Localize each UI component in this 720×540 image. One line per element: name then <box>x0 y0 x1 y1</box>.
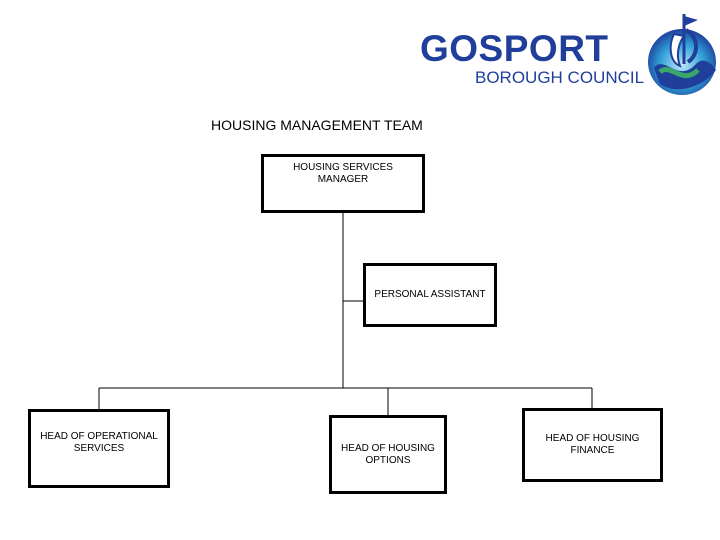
node-label: HEAD OF HOUSING OPTIONS <box>341 442 435 466</box>
node-label: HOUSING SERVICES MANAGER <box>293 162 393 185</box>
logo-wordmark: GOSPORT <box>420 28 609 69</box>
gosport-logo: GOSPORT BOROUGH COUNCIL <box>418 6 718 98</box>
node-label: HEAD OF OPERATIONAL SERVICES <box>40 431 158 454</box>
node-label: HEAD OF HOUSING FINANCE <box>545 433 640 456</box>
node-housing-services-manager: HOUSING SERVICES MANAGER <box>261 154 425 213</box>
logo-subtitle: BOROUGH COUNCIL <box>475 68 645 87</box>
node-head-housing-options: HEAD OF HOUSING OPTIONS <box>329 415 447 494</box>
node-personal-assistant: PERSONAL ASSISTANT <box>363 263 497 327</box>
chart-title: HOUSING MANAGEMENT TEAM <box>211 117 423 133</box>
node-head-housing-finance: HEAD OF HOUSING FINANCE <box>522 408 663 482</box>
node-label: PERSONAL ASSISTANT <box>374 289 486 300</box>
ship-on-wave-emblem-icon <box>648 14 716 95</box>
node-head-operational-services: HEAD OF OPERATIONAL SERVICES <box>28 409 170 488</box>
